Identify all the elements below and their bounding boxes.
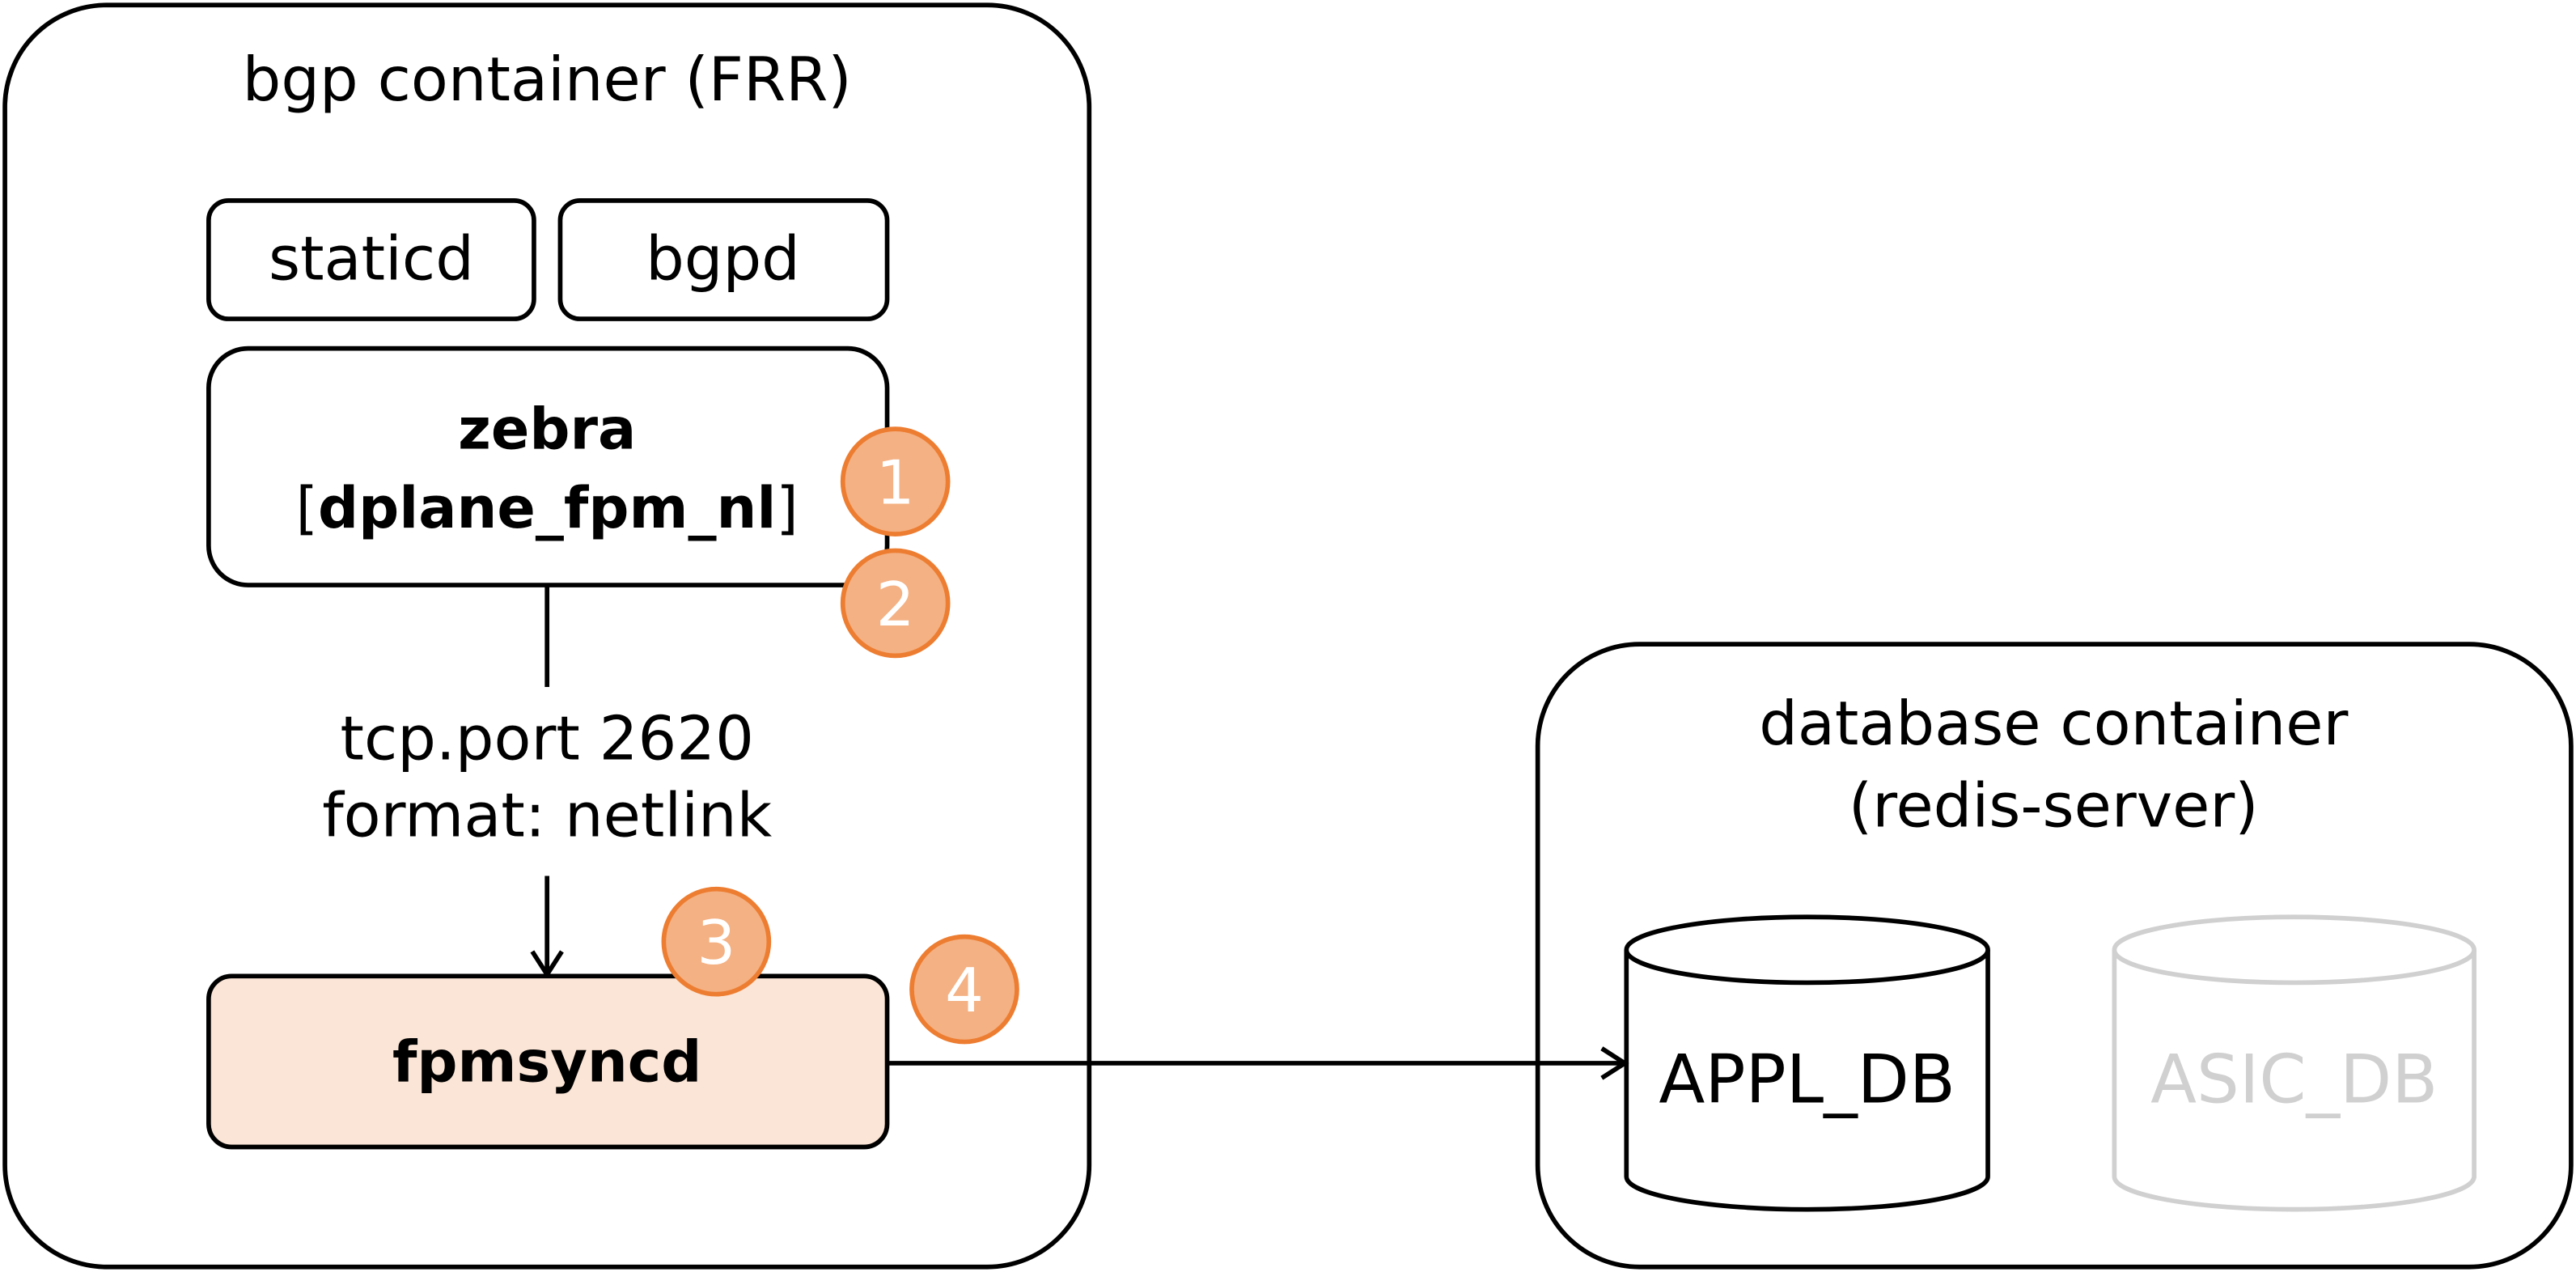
bgpd-box	[557, 198, 890, 321]
appl-db-label: APPL_DB	[1659, 1041, 1955, 1119]
asic-db-label: ASIC_DB	[2150, 1041, 2438, 1119]
plugin-bracket-open: [	[296, 475, 318, 541]
bgp-container-title: bgp container (FRR)	[243, 44, 852, 115]
cylinder-top	[1624, 914, 1990, 986]
staticd-label: staticd	[269, 223, 474, 294]
step-marker-2: 2	[840, 548, 951, 659]
plugin-bracket-close: ]	[776, 475, 798, 541]
database-container: database container (redis-server) APPL_D…	[1535, 642, 2574, 1270]
step-marker-number: 3	[697, 907, 735, 978]
arrowhead-right-icon	[1600, 1046, 1629, 1080]
step-marker-number: 1	[876, 447, 915, 519]
asic-db-cylinder: ASIC_DB	[2112, 914, 2476, 1212]
zebra-plugin-label: [dplane_fpm_nl]	[296, 475, 799, 541]
step-marker-4: 4	[909, 934, 1019, 1045]
cylinder-body-fill	[1626, 949, 1989, 1210]
bgpd-daemon: bgpd	[557, 198, 890, 321]
cylinder-body-outline	[2112, 949, 2476, 1212]
bgp-container: bgp container (FRR) staticd bgpd zebra […	[2, 2, 1092, 1270]
staticd-daemon: staticd	[206, 198, 536, 321]
step-marker-circle	[909, 934, 1019, 1045]
connection-transport-label: tcp.port 2620	[340, 702, 753, 774]
fpmsyncd-to-appl-db-arrow	[887, 1046, 1629, 1080]
zebra-box	[206, 346, 890, 587]
staticd-box	[206, 198, 536, 321]
zebra-daemon: zebra [dplane_fpm_nl]	[206, 346, 890, 587]
cylinder-body-outline	[1624, 949, 1990, 1212]
connection-format-label: format: netlink	[322, 780, 772, 851]
step-marker-number: 4	[945, 955, 984, 1026]
database-container-subtitle: (redis-server)	[1849, 770, 2259, 842]
fpmsyncd-label: fpmsyncd	[392, 1028, 702, 1095]
step-marker-circle	[661, 886, 772, 997]
step-marker-circle	[840, 426, 951, 536]
step-marker-3: 3	[661, 886, 772, 997]
appl-db-cylinder: APPL_DB	[1624, 914, 1990, 1212]
cylinder-top	[2112, 914, 2476, 986]
step-marker-circle	[840, 548, 951, 659]
plugin-name: dplane_fpm_nl	[318, 475, 776, 541]
bgpd-label: bgpd	[646, 223, 800, 294]
zebra-label: zebra	[458, 396, 636, 463]
step-marker-1: 1	[840, 426, 951, 536]
cylinder-body-fill	[2114, 949, 2475, 1210]
fpmsyncd-process: fpmsyncd	[206, 973, 890, 1150]
database-container-title: database container	[1759, 688, 2348, 759]
step-marker-number: 2	[876, 569, 915, 640]
